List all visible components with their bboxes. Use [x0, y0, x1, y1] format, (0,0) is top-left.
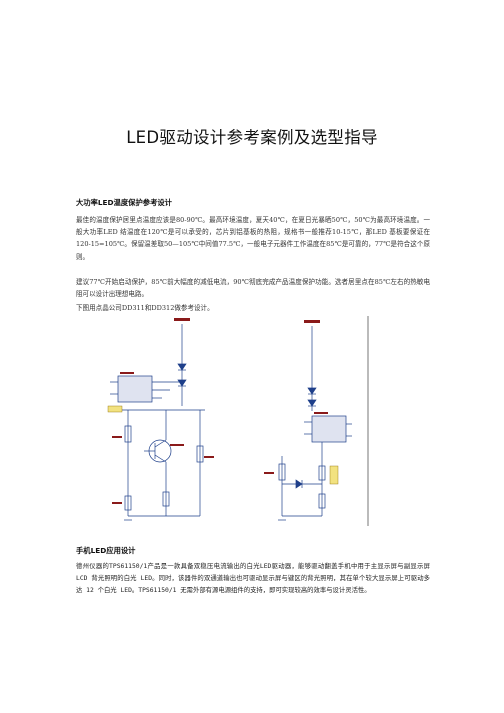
- paragraph-protection-recommendation: 建议77℃开始启动保护，85℃前大幅度的减低电流，90℃彻底完成产品温度保护功能…: [76, 278, 430, 299]
- paragraph-tps61150-description: 德州仪器的TPS61150/1产品是一款具备双稳压电流输出的白光LED驱动器，能…: [76, 563, 430, 595]
- circuit-schematic: [107, 316, 369, 526]
- section-heading-mobile-led: 手机LED应用设计: [76, 546, 136, 555]
- section-heading-temperature-protection: 大功率LED温度保护参考设计: [76, 198, 172, 207]
- paragraph-reference-design-intro: 下图用点晶公司DD311和DD312做参考设计。: [76, 304, 214, 312]
- paragraph-temperature-curie-point: 最佳的温度保护居里点温度应该是80-90℃。最高环境温度，夏天40℃，在夏日光暴…: [76, 216, 430, 261]
- document-title: LED驱动设计参考案例及选型指导: [126, 128, 378, 147]
